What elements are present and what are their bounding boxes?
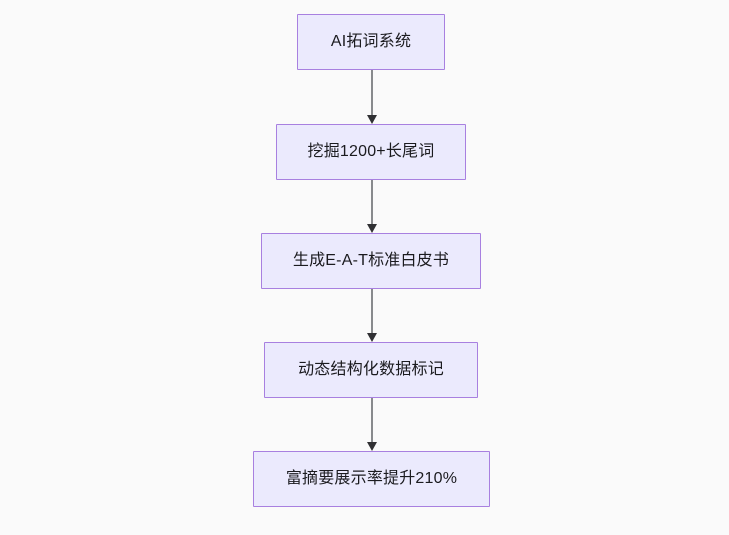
arrowhead-icon (367, 442, 377, 451)
arrowhead-icon (367, 224, 377, 233)
flow-node-dynamic-structured-data-markup[interactable]: 动态结构化数据标记 (264, 342, 478, 398)
arrowhead-icon (367, 333, 377, 342)
edge-line (371, 398, 373, 443)
flow-node-rich-snippet-rate-increase[interactable]: 富摘要展示率提升210% (253, 451, 490, 507)
flow-node-ai-keyword-system[interactable]: AI拓词系统 (297, 14, 445, 70)
edge-line (371, 70, 373, 116)
flow-node-label: 生成E-A-T标准白皮书 (292, 252, 450, 270)
flow-node-label: 富摘要展示率提升210% (285, 470, 458, 488)
flow-node-mine-longtail-keywords[interactable]: 挖掘1200+长尾词 (276, 124, 466, 180)
flow-node-label: 挖掘1200+长尾词 (307, 143, 435, 161)
flow-node-label: AI拓词系统 (330, 33, 412, 51)
arrowhead-icon (367, 115, 377, 124)
edge-line (371, 289, 373, 334)
flow-node-label: 动态结构化数据标记 (298, 361, 444, 379)
edge-line (371, 180, 373, 225)
flow-node-generate-eat-whitepaper[interactable]: 生成E-A-T标准白皮书 (261, 233, 481, 289)
